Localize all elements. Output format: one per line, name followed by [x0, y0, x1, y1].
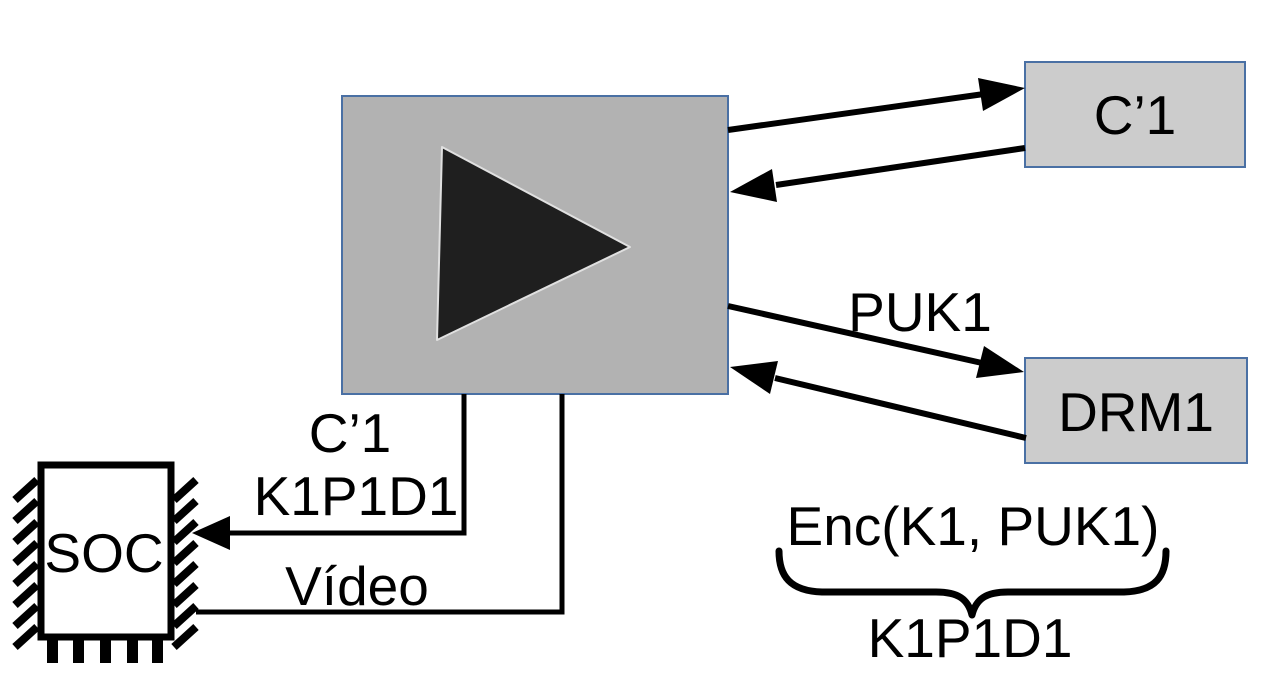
- play-icon: [436, 146, 631, 341]
- connector-video-to-soc: Vídeo: [196, 394, 565, 617]
- underbrace: [775, 547, 1170, 619]
- arrow-player-to-c1-shaft: [727, 91, 985, 133]
- node-drm1-rect: [1024, 357, 1248, 464]
- soc-chip-bottom-pins: [47, 640, 163, 663]
- arrow-drm1-to-player-shaft: [774, 375, 1027, 441]
- label-keys-k1p1d1: K1P1D1: [254, 465, 459, 527]
- soc-chip-body: [37, 461, 175, 641]
- arrow-player-to-drm1: PUK1: [727, 281, 1024, 378]
- soc-chip-right-pins: [171, 477, 199, 650]
- player-box: [341, 95, 729, 395]
- node-c1-label: C’1: [1094, 84, 1177, 146]
- arrow-player-to-c1-head: [978, 78, 1025, 111]
- connector-keys-line: [228, 394, 467, 536]
- node-drm1-label: DRM1: [1058, 381, 1214, 443]
- node-c1: C’1: [1024, 61, 1246, 168]
- chip-soc-label: SOC: [44, 522, 163, 584]
- soc-chip-left-pins: [12, 477, 40, 650]
- arrow-drm1-to-player: [730, 361, 1027, 441]
- arrow-player-to-drm1-head: [976, 346, 1024, 378]
- arrow-c1-to-player-head: [730, 169, 777, 202]
- label-video: Vídeo: [285, 555, 429, 617]
- connector-keys-head: [192, 516, 230, 550]
- arrow-player-to-drm1-shaft: [727, 303, 983, 366]
- soc-chip: SOC: [12, 461, 199, 663]
- node-drm1: DRM1: [1024, 357, 1248, 464]
- arrow-c1-to-player-shaft: [775, 145, 1026, 188]
- node-c1-rect: [1024, 61, 1246, 168]
- arrow-player-to-c1: [727, 78, 1025, 133]
- label-enc-result: K1P1D1: [868, 607, 1073, 669]
- arrow-c1-to-player: [730, 145, 1026, 202]
- label-keys-c1: C’1: [309, 402, 392, 464]
- label-enc-expression: Enc(K1, PUK1): [787, 495, 1160, 557]
- label-puk1: PUK1: [848, 281, 992, 343]
- connector-keys-to-soc: C’1 K1P1D1: [192, 394, 467, 550]
- arrow-drm1-to-player-head: [730, 361, 778, 394]
- enc-annotation: Enc(K1, PUK1) K1P1D1: [775, 495, 1170, 669]
- connector-video-line: [196, 394, 565, 615]
